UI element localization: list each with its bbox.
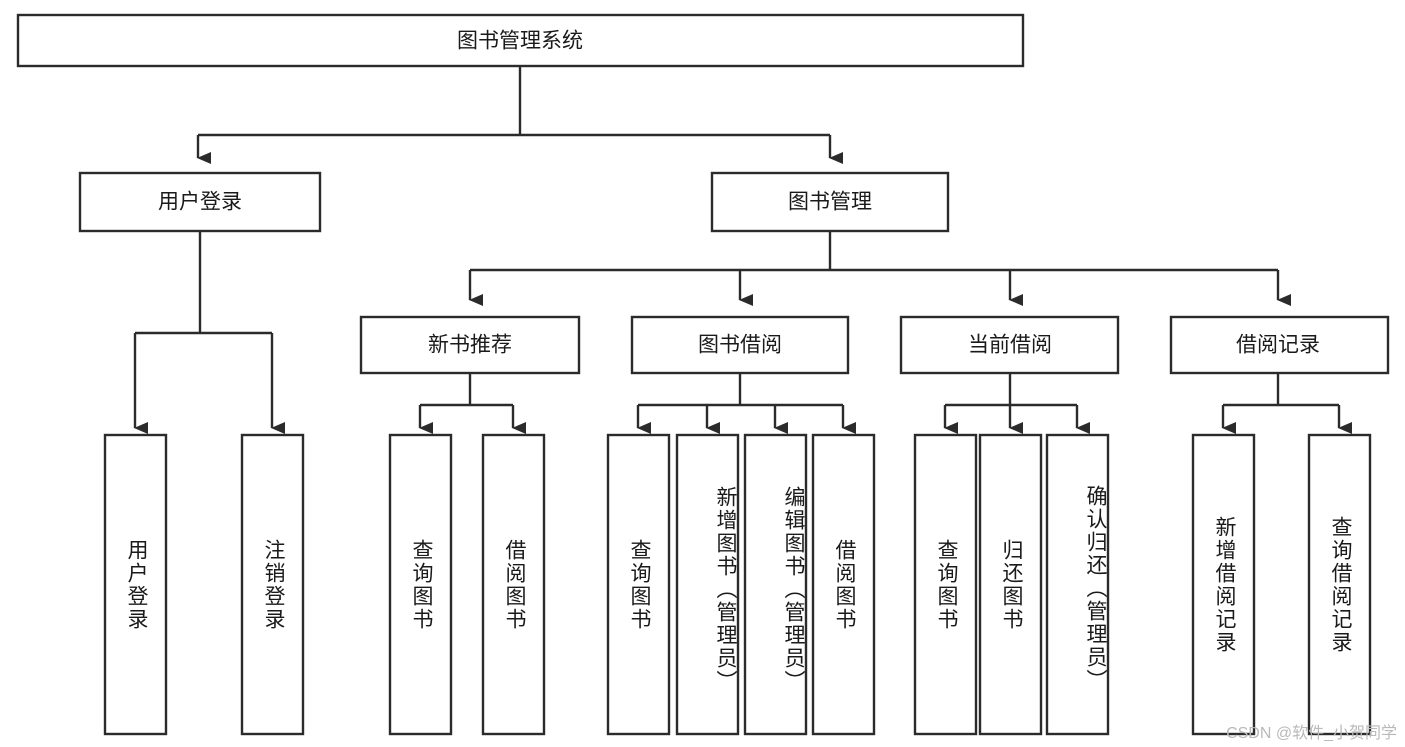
leaf-box-current-borrow-2[interactable] [978, 433, 1043, 736]
leaf-box-user-login-1[interactable] [103, 433, 168, 736]
leaf-box-book-borrow-3[interactable] [743, 433, 808, 736]
node-root-box[interactable] [16, 13, 1025, 68]
node-book-manage-box[interactable] [710, 171, 950, 233]
node-new-book-box[interactable] [359, 315, 581, 375]
node-book-manage-label: 图书管理 [788, 191, 872, 214]
node-book-borrow-label: 图书借阅 [698, 334, 782, 357]
leaf-box-book-borrow-4[interactable] [811, 433, 876, 736]
leaf-box-book-borrow-2[interactable] [675, 433, 740, 736]
node-book-borrow-box[interactable] [630, 315, 850, 375]
node-borrow-record-label: 借阅记录 [1236, 334, 1320, 357]
node-user-login-label: 用户登录 [158, 191, 242, 214]
leaf-box-borrow-record-1[interactable] [1191, 433, 1256, 736]
leaf-box-user-login-2[interactable] [240, 433, 305, 736]
leaf-box-current-borrow-3[interactable] [1045, 433, 1110, 736]
node-borrow-record-box[interactable] [1169, 315, 1390, 375]
node-current-borrow-box[interactable] [899, 315, 1120, 375]
node-root-label: 图书管理系统 [457, 30, 583, 53]
csdn-watermark: CSDN @软件_小贺同学 [1226, 725, 1397, 742]
leaf-box-book-borrow-1[interactable] [606, 433, 671, 736]
leaf-box-current-borrow-1[interactable] [913, 433, 978, 736]
leaf-box-new-book-2[interactable] [481, 433, 546, 736]
node-current-borrow-label: 当前借阅 [968, 334, 1052, 357]
node-new-book-label: 新书推荐 [428, 334, 512, 357]
leaf-box-borrow-record-2[interactable] [1307, 433, 1372, 736]
leaf-box-new-book-1[interactable] [388, 433, 453, 736]
